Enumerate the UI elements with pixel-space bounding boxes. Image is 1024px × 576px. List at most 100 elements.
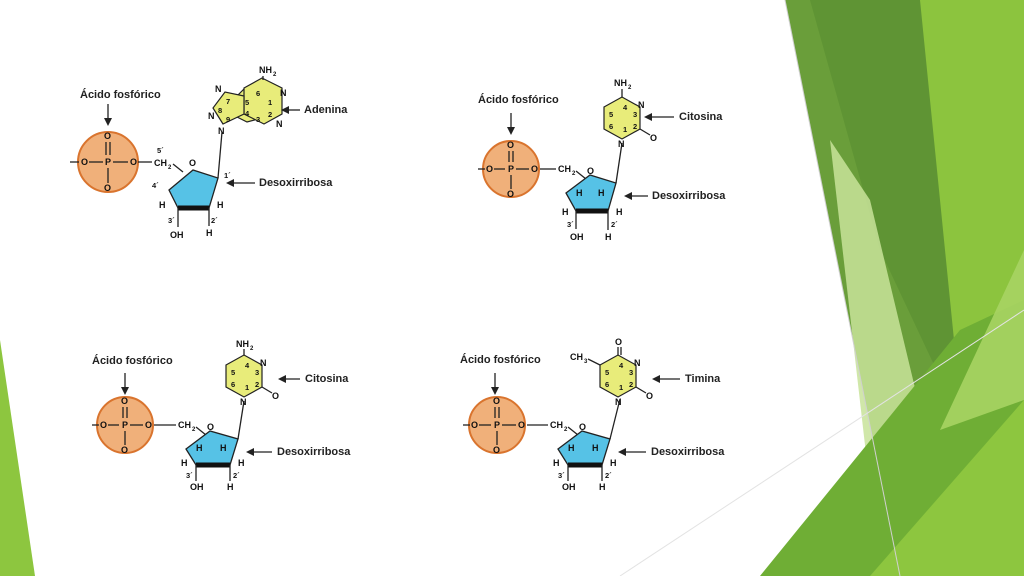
deoxyribose-ring bbox=[565, 174, 617, 212]
atom-p: P bbox=[508, 164, 514, 174]
pos-3: 3´ bbox=[186, 471, 193, 480]
atom-ring-o: O bbox=[207, 422, 214, 432]
pos-4: 4´ bbox=[152, 181, 159, 190]
atom-ch3: CH bbox=[570, 352, 583, 362]
sugar-arrowhead bbox=[624, 192, 632, 200]
bond-glycosidic bbox=[615, 142, 623, 184]
atom-o-top: O bbox=[104, 131, 111, 141]
ring-num-5: 5 bbox=[605, 368, 609, 377]
atom-n: N bbox=[280, 88, 287, 98]
atom-n: N bbox=[218, 126, 225, 136]
phosphate-label: Ácido fosfórico bbox=[92, 354, 173, 367]
atom-n: N bbox=[618, 139, 625, 149]
atom-o: O bbox=[615, 337, 622, 347]
atom-p: P bbox=[494, 420, 500, 430]
base-arrowhead bbox=[644, 113, 652, 121]
atom-o-top: O bbox=[493, 396, 500, 406]
atom-h: H bbox=[568, 443, 575, 453]
atom-o-left: O bbox=[81, 157, 88, 167]
atom-o-top: O bbox=[121, 396, 128, 406]
ring-num-5: 5 bbox=[245, 98, 249, 107]
ring-num-5: 5 bbox=[231, 368, 235, 377]
atom-h: H bbox=[220, 443, 227, 453]
atom-ch2: CH bbox=[558, 164, 571, 174]
ring-num-4: 4 bbox=[619, 361, 624, 370]
ring-num-4: 4 bbox=[623, 103, 628, 112]
nh2-subscript: 2 bbox=[273, 72, 277, 78]
atom-h: H bbox=[217, 200, 224, 210]
ring-num-4: 4 bbox=[245, 109, 250, 118]
atom-h: H bbox=[238, 458, 245, 468]
ring-num-2: 2 bbox=[268, 110, 272, 119]
pos-3: 3´ bbox=[567, 220, 574, 229]
atom-n: N bbox=[615, 397, 622, 407]
deco-shape-6 bbox=[870, 400, 1024, 576]
atom-n: N bbox=[240, 397, 247, 407]
atom-oh: OH bbox=[190, 482, 204, 492]
phosphate-arrowhead bbox=[121, 387, 129, 395]
nucleotide-adenina: Ácido fosfórico P O O O O CH 2 5´ O 4´ 1… bbox=[70, 65, 348, 240]
atom-ring-o: O bbox=[579, 422, 586, 432]
pos-1: 1´ bbox=[224, 171, 231, 180]
pos-3: 3´ bbox=[168, 216, 175, 225]
atom-h: H bbox=[227, 482, 234, 492]
bond bbox=[639, 128, 651, 136]
atom-h: H bbox=[553, 458, 560, 468]
atom-h: H bbox=[576, 188, 583, 198]
phosphate-arrowhead bbox=[507, 127, 515, 135]
atom-n: N bbox=[260, 358, 267, 368]
phosphate-arrowhead bbox=[491, 387, 499, 395]
atom-h: H bbox=[598, 188, 605, 198]
atom-h: H bbox=[605, 232, 612, 242]
atom-nh2: NH bbox=[236, 339, 249, 349]
deco-shape-3 bbox=[920, 0, 1024, 400]
ring-num-3: 3 bbox=[255, 368, 259, 377]
atom-o-left: O bbox=[486, 164, 493, 174]
ring-num-9: 9 bbox=[226, 115, 230, 124]
base-arrowhead bbox=[281, 106, 289, 114]
atom-o: O bbox=[646, 391, 653, 401]
ring-num-8: 8 bbox=[218, 106, 222, 115]
ring-num-1: 1 bbox=[245, 383, 249, 392]
atom-n: N bbox=[634, 358, 641, 368]
ring-num-2: 2 bbox=[629, 380, 633, 389]
atom-n: N bbox=[208, 111, 215, 121]
atom-p: P bbox=[105, 157, 111, 167]
atom-n: N bbox=[276, 119, 283, 129]
nucleotide-timina: Ácido fosfórico P O O O O CH 2 O H H H H… bbox=[460, 337, 725, 492]
atom-o-right: O bbox=[145, 420, 152, 430]
atom-h: H bbox=[159, 200, 166, 210]
atom-o-bottom: O bbox=[507, 189, 514, 199]
ring-num-2: 2 bbox=[633, 122, 637, 131]
deoxyribose-ring bbox=[168, 169, 219, 209]
phosphate-label: Ácido fosfórico bbox=[478, 93, 559, 106]
ring-num-6: 6 bbox=[231, 380, 235, 389]
bond-glycosidic bbox=[609, 398, 621, 440]
ring-num-4: 4 bbox=[245, 361, 250, 370]
bond bbox=[172, 163, 184, 173]
pos-2: 2´ bbox=[605, 471, 612, 480]
phosphate-label: Ácido fosfórico bbox=[80, 88, 161, 101]
pos-5: 5´ bbox=[157, 146, 164, 155]
atom-nh2: NH bbox=[614, 78, 627, 88]
phosphate-label: Ácido fosfórico bbox=[460, 353, 541, 366]
phosphate-arrowhead bbox=[104, 118, 112, 126]
sugar-label: Desoxirribosa bbox=[651, 446, 725, 458]
sugar-label: Desoxirribosa bbox=[277, 446, 351, 458]
atom-h: H bbox=[616, 207, 623, 217]
base-arrowhead bbox=[652, 375, 660, 383]
atom-nh2: NH bbox=[259, 65, 272, 75]
atom-o-right: O bbox=[130, 157, 137, 167]
atom-n: N bbox=[638, 100, 645, 110]
sugar-label: Desoxirribosa bbox=[652, 190, 726, 202]
ring-num-5: 5 bbox=[609, 110, 613, 119]
sugar-arrowhead bbox=[618, 448, 626, 456]
ring-num-2: 2 bbox=[255, 380, 259, 389]
atom-h: H bbox=[196, 443, 203, 453]
atom-o-top: O bbox=[507, 140, 514, 150]
adenine-imidazole-ring bbox=[212, 91, 245, 125]
atom-o-bottom: O bbox=[121, 445, 128, 455]
atom-h: H bbox=[599, 482, 606, 492]
